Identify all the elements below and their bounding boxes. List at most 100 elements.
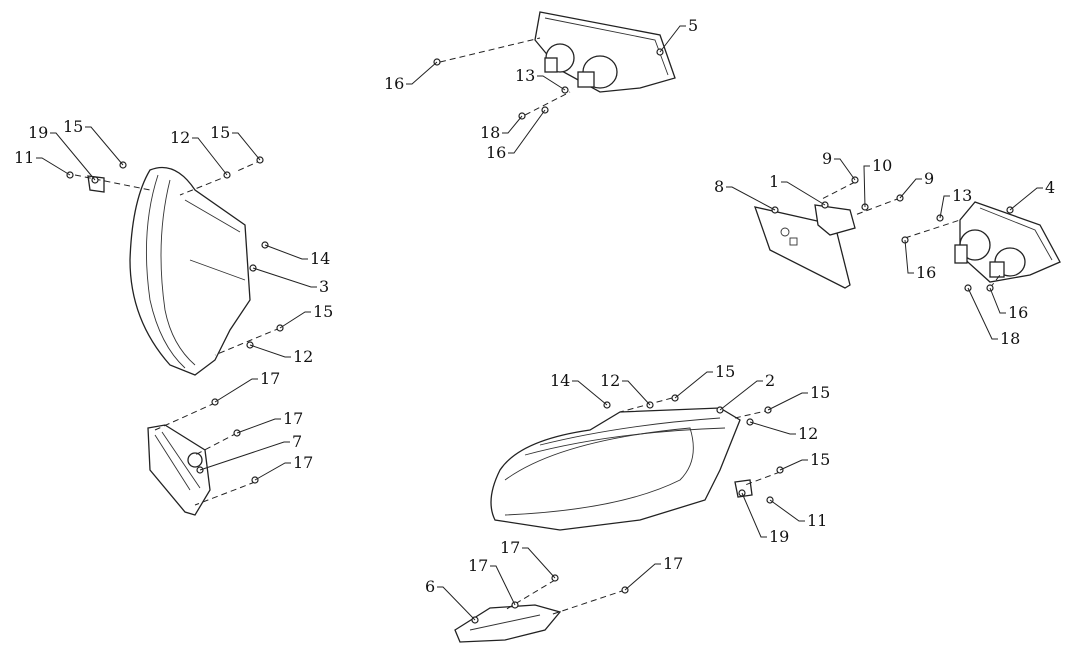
leader-line [899, 178, 922, 199]
callout-number: 13 [952, 186, 972, 205]
callout-number: 15 [210, 123, 230, 142]
callout-11: 11 [14, 148, 71, 176]
callout-number: 17 [293, 453, 313, 472]
callout-number: 19 [769, 527, 789, 546]
leader-line [904, 239, 914, 274]
callout-number: 6 [425, 577, 435, 596]
part-2-headlight-right [490, 407, 741, 531]
assembly-lines [74, 37, 1001, 616]
callout-6: 6 [425, 577, 476, 621]
leader-line [989, 287, 1006, 314]
leader-line [252, 267, 317, 288]
leader-line [572, 380, 608, 406]
leader-line [741, 492, 767, 538]
callout-number: 15 [63, 117, 83, 136]
callout-number: 16 [1008, 303, 1028, 322]
leader-line [264, 244, 308, 260]
callout-16: 16 [904, 239, 936, 282]
callout-number: 17 [283, 409, 303, 428]
callout-number: 16 [384, 74, 404, 93]
leader-line [214, 378, 258, 403]
callout-7: 7 [199, 432, 302, 471]
callout-number: 12 [293, 347, 313, 366]
callout-12: 12 [749, 421, 818, 443]
callout-16: 16 [486, 109, 546, 162]
leader-line [779, 459, 808, 471]
callout-number: 13 [515, 66, 535, 85]
leader-line [406, 61, 438, 85]
callout-number: 18 [1000, 329, 1020, 348]
callout-number: 17 [663, 554, 683, 573]
callout-18: 18 [480, 115, 523, 142]
leader-line [863, 165, 870, 208]
leader-line [50, 132, 96, 181]
callout-number: 14 [550, 371, 570, 390]
callout-12: 12 [600, 371, 651, 406]
callout-number: 17 [260, 369, 280, 388]
leader-line [1009, 187, 1043, 211]
callout-number: 18 [480, 123, 500, 142]
callout-number: 12 [600, 371, 620, 390]
leader-line [967, 287, 998, 340]
callout-13: 13 [939, 186, 972, 219]
part-8-license-bracket [754, 204, 856, 289]
callout-19: 19 [28, 123, 96, 181]
callout-16: 16 [384, 61, 438, 93]
leader-line [939, 195, 950, 219]
callout-9: 9 [899, 169, 934, 199]
leader-line [199, 441, 290, 471]
callout-2: 2 [719, 371, 775, 411]
leader-line [834, 158, 856, 181]
part-5-tail-light [534, 11, 676, 93]
callout-number: 2 [765, 371, 775, 390]
leader-line [674, 371, 713, 399]
callout-number: 12 [798, 424, 818, 443]
callout-14: 14 [264, 244, 330, 268]
callout-number: 10 [872, 156, 892, 175]
callout-17: 17 [624, 554, 683, 591]
callout-number: 16 [486, 143, 506, 162]
callout-number: 15 [810, 383, 830, 402]
leader-line [254, 462, 291, 481]
callout-number: 15 [313, 302, 333, 321]
callout-number: 11 [14, 148, 34, 167]
callout-number: 15 [715, 362, 735, 381]
callout-15: 15 [63, 117, 124, 166]
callout-number: 5 [688, 16, 698, 35]
callout-number: 4 [1045, 178, 1055, 197]
part-4-tail-light-right [954, 201, 1061, 283]
callout-number: 19 [28, 123, 48, 142]
callout-8: 8 [714, 177, 776, 211]
leader-line [236, 418, 281, 434]
callout-number: 1 [769, 172, 779, 191]
callout-number: 17 [500, 538, 520, 557]
callout-17: 17 [254, 453, 313, 481]
callout-number: 9 [822, 149, 832, 168]
leader-line [249, 344, 291, 358]
callout-18: 18 [967, 287, 1020, 348]
callout-15: 15 [210, 123, 261, 161]
callout-15: 15 [767, 383, 830, 411]
callout-number: 7 [292, 432, 302, 451]
callout-4: 4 [1009, 178, 1055, 211]
callout-17: 17 [500, 538, 556, 579]
callout-17: 17 [468, 556, 516, 606]
leader-line [767, 392, 808, 411]
callout-17: 17 [236, 409, 303, 434]
leader-line [719, 380, 763, 411]
leader-line [508, 109, 546, 154]
leader-line [279, 311, 311, 329]
callout-15: 15 [779, 450, 830, 471]
callout-15: 15 [674, 362, 735, 399]
callout-number: 8 [714, 177, 724, 196]
callout-number: 11 [807, 511, 827, 530]
leader-line [437, 586, 476, 621]
callout-number: 14 [310, 249, 330, 268]
leader-line [726, 186, 776, 211]
part-7-turn-signal-left [147, 424, 211, 516]
callout-number: 12 [170, 128, 190, 147]
callout-12: 12 [170, 128, 228, 176]
leader-line [192, 137, 228, 176]
